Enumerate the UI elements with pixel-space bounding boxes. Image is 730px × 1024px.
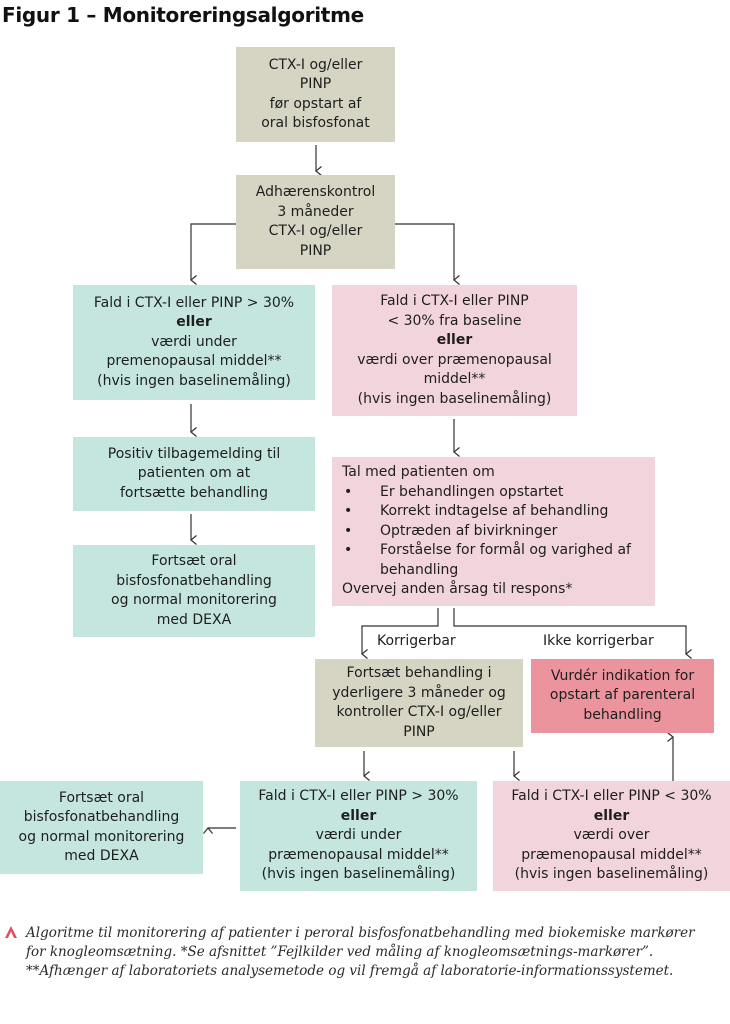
node-continue-oral-treatment: Fortsæt oral bisfosfonatbehandling og no… bbox=[73, 545, 315, 637]
node-parenteral-indication: Vurdér indikation for opstart af parente… bbox=[531, 659, 714, 733]
checklist: Er behandlingen opstartet Korrekt indtag… bbox=[342, 483, 645, 581]
node-text: Fald i CTX-I eller PINP < 30% bbox=[511, 788, 712, 805]
node-good-response: Fald i CTX-I eller PINP > 30% eller værd… bbox=[73, 285, 315, 400]
node-text: før opstart af bbox=[269, 95, 362, 112]
node-text: og normal monitorering bbox=[111, 592, 277, 608]
edge-label-correctable: Korrigerbar bbox=[377, 633, 456, 649]
node-talk-with-patient: Tal med patienten om Er behandlingen ops… bbox=[332, 457, 655, 606]
node-text: Positiv tilbagemelding til bbox=[107, 445, 281, 462]
node-poor-response: Fald i CTX-I eller PINP < 30% fra baseli… bbox=[332, 285, 577, 416]
node-text: præmenopausal middel** bbox=[268, 846, 449, 863]
node-text: opstart af parenteral bbox=[549, 687, 696, 704]
node-text: Fald i CTX-I eller PINP > 30% bbox=[93, 294, 295, 311]
node-baseline-measurement: CTX-I og/eller PINP før opstart af oral … bbox=[236, 47, 395, 142]
node-text: behandling bbox=[583, 706, 662, 723]
node-text: (hvis ingen baselinemåling) bbox=[261, 866, 456, 883]
node-text-bold: eller bbox=[176, 314, 212, 331]
node-good-response-2: Fald i CTX-I eller PINP > 30% eller værd… bbox=[240, 781, 477, 891]
arrow-adherence-to-good bbox=[190, 223, 236, 285]
node-positive-feedback: Positiv tilbagemelding til patienten om … bbox=[73, 437, 315, 511]
node-text: præmenopausal middel** bbox=[521, 846, 702, 863]
node-text: kontroller CTX-I og/eller bbox=[336, 704, 502, 720]
node-text: fortsætte behandling bbox=[119, 484, 269, 501]
checklist-item: Optræden af bivirkninger bbox=[342, 522, 645, 542]
node-text: patienten om at bbox=[137, 465, 251, 482]
node-heading: Tal med patienten om bbox=[342, 464, 495, 481]
node-text: (hvis ingen baselinemåling) bbox=[357, 390, 552, 407]
node-text: Fortsæt oral bbox=[58, 789, 145, 806]
node-text: PINP bbox=[299, 242, 332, 259]
figure-title: Figur 1 – Monitoreringsalgoritme bbox=[2, 3, 364, 27]
arrow-adherence-to-poor bbox=[395, 223, 460, 285]
node-footer: Overvej anden årsag til respons* bbox=[342, 581, 573, 598]
node-text: Fortsæt oral bbox=[151, 553, 237, 569]
node-text: Fald i CTX-I eller PINP > 30% bbox=[258, 788, 459, 805]
node-text: PINP bbox=[299, 76, 332, 92]
node-text: CTX-I og/eller bbox=[268, 223, 363, 239]
figure-caption: Algoritme til monitorering af patienter … bbox=[26, 925, 695, 979]
node-text: bisfosfonatbehandling bbox=[116, 572, 272, 589]
node-text: med DEXA bbox=[64, 848, 139, 864]
checklist-item: Korrekt indtagelse af behandling bbox=[342, 502, 645, 522]
node-poor-response-2: Fald i CTX-I eller PINP < 30% eller værd… bbox=[493, 781, 730, 891]
node-text: premenopausal middel** bbox=[106, 353, 282, 370]
node-text: 3 måneder bbox=[277, 203, 354, 220]
node-text: (hvis ingen baselinemåling) bbox=[514, 866, 709, 883]
checklist-item: Er behandlingen opstartet bbox=[342, 483, 645, 503]
node-text: værdi over præmenopausal bbox=[357, 351, 552, 368]
node-text-bold: eller bbox=[436, 332, 473, 348]
node-text: Vurdér indikation for bbox=[550, 667, 695, 684]
node-text: Adhærenskontrol bbox=[255, 184, 376, 200]
node-text: (hvis ingen baselinemåling) bbox=[97, 372, 291, 389]
node-text: CTX-I og/eller bbox=[268, 56, 363, 73]
node-text-bold: eller bbox=[593, 807, 630, 824]
node-text: bisfosfonatbehandling bbox=[23, 809, 180, 825]
node-text: og normal monitorering bbox=[18, 828, 185, 845]
node-text: værdi under bbox=[151, 333, 237, 350]
node-text: oral bisfosfonat bbox=[261, 115, 370, 131]
node-text: PINP bbox=[403, 723, 435, 740]
node-text: værdi under bbox=[315, 827, 402, 844]
node-continue-oral-treatment-2: Fortsæt oral bisfosfonatbehandling og no… bbox=[0, 781, 203, 874]
edge-label-not-correctable: Ikke korrigerbar bbox=[543, 633, 654, 649]
node-text: middel** bbox=[423, 371, 486, 387]
node-text-bold: eller bbox=[340, 807, 377, 824]
node-text: Fald i CTX-I eller PINP bbox=[380, 293, 529, 309]
node-text: Fortsæt behandling i bbox=[346, 665, 492, 681]
checklist-item: Forståelse for formål og varighed af beh… bbox=[342, 541, 645, 580]
node-text: værdi over bbox=[573, 827, 650, 844]
caption-marker-icon bbox=[5, 926, 17, 938]
node-adherence-check: Adhærenskontrol 3 måneder CTX-I og/eller… bbox=[236, 175, 395, 269]
node-text: < 30% fra baseline bbox=[387, 312, 522, 329]
node-text: yderligere 3 måneder og bbox=[332, 684, 506, 701]
node-continue-3-months: Fortsæt behandling i yderligere 3 månede… bbox=[315, 659, 523, 747]
node-text: med DEXA bbox=[156, 611, 232, 628]
